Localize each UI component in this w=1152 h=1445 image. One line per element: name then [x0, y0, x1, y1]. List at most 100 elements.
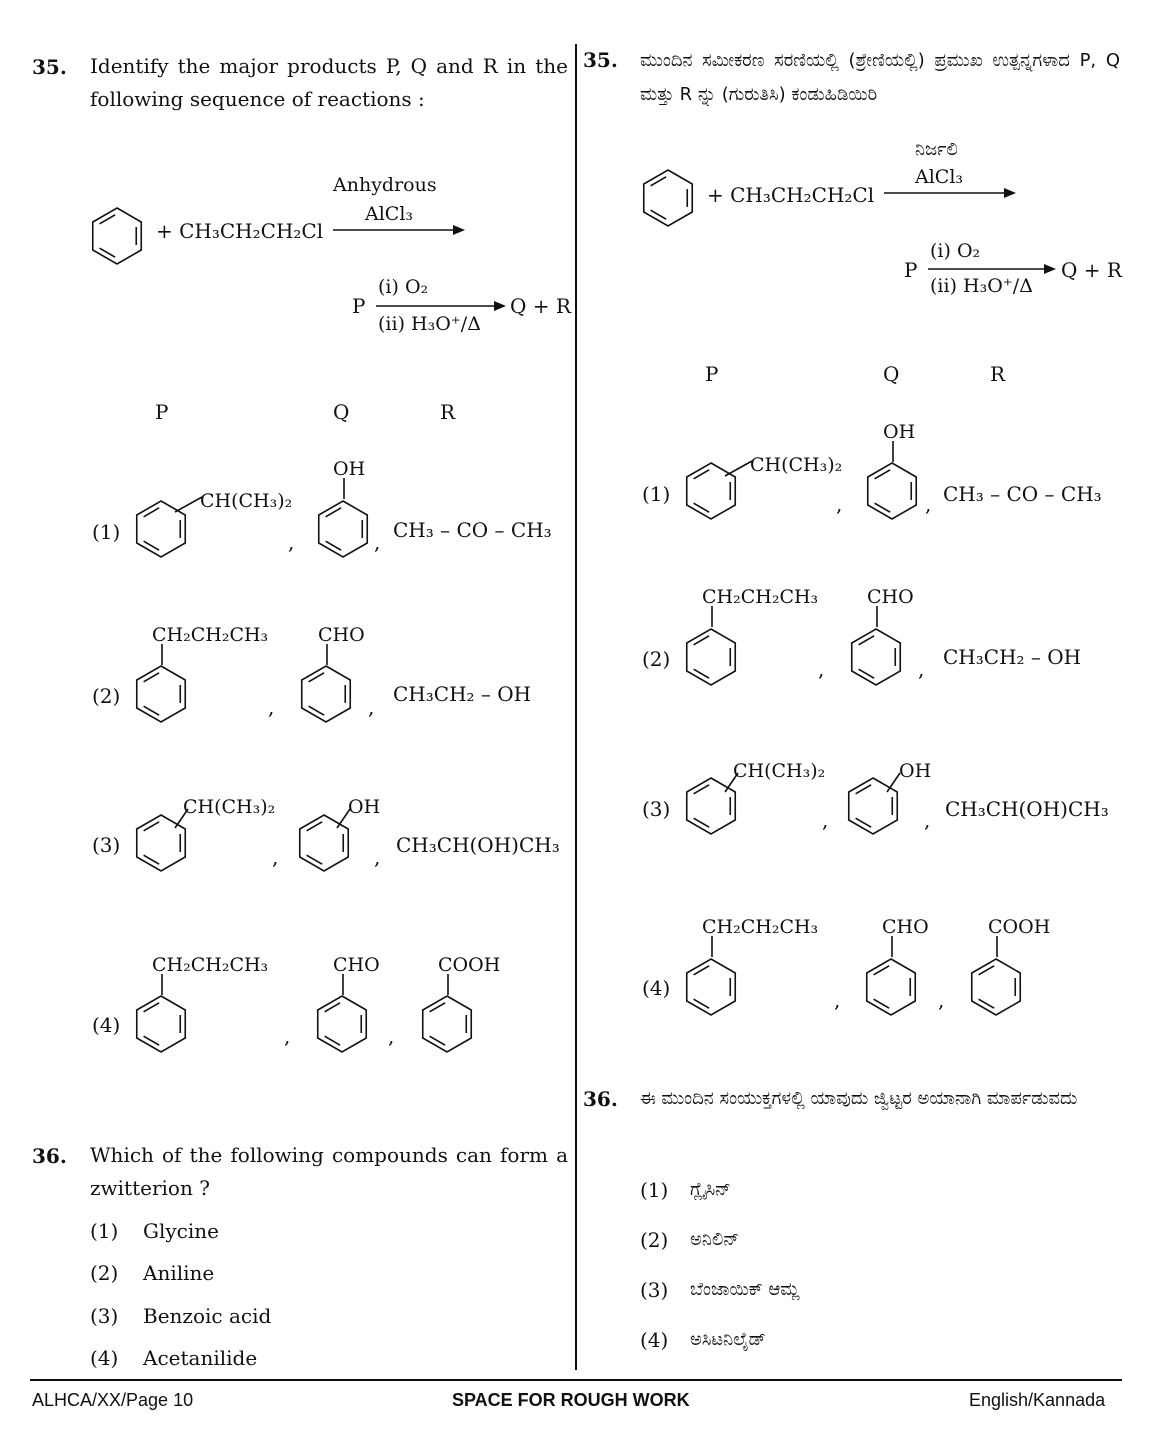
reaction-arrow-icon: [376, 301, 506, 311]
bond-line-icon: [343, 478, 345, 499]
kn-option-1-q-substituent: OH: [883, 421, 916, 443]
q36-kn-question-text: ಈ ಮುಂದಿನ ಸಂಯುಕ್ತಗಳಲ್ಲಿ ಯಾವುದು ಜ್ವಿಟ್ಟರ ಅ…: [640, 1088, 1078, 1109]
q36-kn-option-2-label: ಅನಿಲಿನ್: [690, 1229, 740, 1250]
q35-kn-condition-bottom: AlCl₃: [915, 166, 964, 188]
q36-option-1-label: Glycine: [143, 1219, 219, 1243]
option-1-r-compound: CH₃ – CO – CH₃: [393, 518, 552, 542]
q35-kn-condition-top: ನಿರ್ಜಲಿ: [915, 139, 958, 160]
kn-column-header-p: P: [705, 362, 719, 386]
separator-comma: ,: [834, 988, 841, 1012]
separator-comma: ,: [288, 530, 295, 554]
q36-option-4-number: (4): [90, 1346, 119, 1370]
option-1-number: (1): [92, 520, 121, 544]
bond-line-icon: [342, 974, 344, 995]
bond-line-icon: [724, 772, 739, 793]
separator-comma: ,: [374, 530, 381, 554]
footer-language: English/Kannada: [969, 1390, 1106, 1410]
q35-kn-step-top: (i) O₂: [930, 240, 981, 262]
q35-kn-step-bottom: (ii) H₃O⁺/Δ: [930, 275, 1033, 297]
kn-option-2-p-substituent: CH₂CH₂CH₃: [702, 586, 819, 608]
q36-kn-option-3-number: (3): [640, 1278, 669, 1302]
q36-kn-option-3-label: ಬೆಂಜಾಯಿಕ್ ಆಮ್ಲ: [690, 1279, 800, 1300]
q36-option-4-label: Acetanilide: [143, 1346, 258, 1370]
bond-line-icon: [326, 644, 328, 665]
bond-line-icon: [161, 644, 163, 665]
kn-column-header-q: Q: [883, 362, 900, 386]
option-3-number: (3): [92, 833, 121, 857]
q35-kn-number: 35.: [583, 48, 618, 72]
option-3-q-substituent: OH: [348, 796, 381, 818]
benzene-ring-icon: [298, 814, 350, 872]
q36-number: 36.: [32, 1144, 67, 1168]
benzene-ring-icon: [865, 958, 917, 1016]
benzene-ring-icon: [850, 628, 902, 686]
bond-line-icon: [724, 460, 753, 477]
kn-option-3-number: (3): [642, 797, 671, 821]
kn-option-4-r-substituent: COOH: [988, 916, 1051, 938]
benzene-ring-icon: [135, 665, 187, 723]
bond-line-icon: [996, 936, 998, 957]
benzene-ring-icon: [300, 665, 352, 723]
footer-page-code: ALHCA/XX/Page 10: [32, 1390, 194, 1410]
option-3-p-substituent: CH(CH₃)₂: [183, 796, 276, 818]
separator-comma: ,: [918, 657, 925, 681]
benzene-ring-icon: [685, 958, 737, 1016]
kn-option-1-number: (1): [642, 482, 671, 506]
reaction-arrow-icon: [884, 188, 1016, 198]
q35-question-text: Identify the major products P, Q and R i…: [90, 54, 568, 111]
kn-option-3-q-substituent: OH: [899, 760, 932, 782]
q36-kn-number: 36.: [583, 1087, 618, 1111]
separator-comma: ,: [925, 492, 932, 516]
column-divider: [575, 44, 577, 1370]
bond-line-icon: [161, 974, 163, 995]
benzene-ring-icon: [970, 958, 1022, 1016]
benzene-ring-icon: [685, 628, 737, 686]
option-3-r-compound: CH₃CH(OH)CH₃: [396, 833, 560, 857]
q35-reagent: + CH₃CH₂CH₂Cl: [156, 219, 324, 243]
q35-step-bottom: (ii) H₃O⁺/Δ: [378, 313, 481, 335]
kn-option-2-number: (2): [642, 647, 671, 671]
bond-line-icon: [447, 974, 449, 995]
q36-kn-option-2-number: (2): [640, 1228, 669, 1252]
bond-line-icon: [891, 936, 893, 957]
option-4-r-substituent: COOH: [438, 954, 501, 976]
kn-option-4-p-substituent: CH₂CH₂CH₃: [702, 916, 819, 938]
kn-option-1-p-substituent: CH(CH₃)₂: [750, 454, 843, 476]
separator-comma: ,: [938, 988, 945, 1012]
separator-comma: ,: [368, 695, 375, 719]
benzene-ring-icon: [685, 462, 737, 520]
benzene-ring-icon: [421, 995, 473, 1053]
option-2-r-compound: CH₃CH₂ – OH: [393, 682, 532, 706]
kn-option-3-r-compound: CH₃CH(OH)CH₃: [945, 797, 1109, 821]
bond-line-icon: [711, 606, 713, 627]
q36-option-1-number: (1): [90, 1219, 119, 1243]
benzene-ring-icon: [316, 995, 368, 1053]
q35-kn-products: Q + R: [1061, 258, 1122, 282]
q35-condition-top: Anhydrous: [333, 174, 437, 196]
benzene-ring-icon: [847, 777, 899, 835]
q35-kn-reagent: + CH₃CH₂CH₂Cl: [707, 183, 875, 207]
separator-comma: ,: [268, 695, 275, 719]
q36-kn-option-4-number: (4): [640, 1328, 669, 1352]
bond-line-icon: [892, 441, 894, 462]
kn-option-2-q-substituent: CHO: [867, 586, 914, 608]
q35-p-label: P: [352, 294, 366, 318]
bond-line-icon: [174, 496, 203, 513]
benzene-ring-icon: [685, 777, 737, 835]
q36-option-3-number: (3): [90, 1304, 119, 1328]
separator-comma: ,: [284, 1024, 291, 1048]
separator-comma: ,: [818, 657, 825, 681]
benzene-ring-icon: [135, 995, 187, 1053]
benzene-ring-icon: [135, 500, 187, 558]
kn-option-4-number: (4): [642, 976, 671, 1000]
q36-kn-option-1-label: ಗ್ಲೈಸಿನ್: [690, 1179, 732, 1200]
benzene-ring-icon: [317, 500, 369, 558]
q35-number: 35.: [32, 55, 67, 79]
benzene-ring-icon: [866, 462, 918, 520]
q35-kn-p-label: P: [904, 258, 918, 282]
q36-option-2-label: Aniline: [143, 1261, 215, 1285]
benzene-ring-icon: [135, 814, 187, 872]
column-header-r: R: [440, 400, 456, 424]
footer-rough-work: SPACE FOR ROUGH WORK: [452, 1390, 690, 1410]
